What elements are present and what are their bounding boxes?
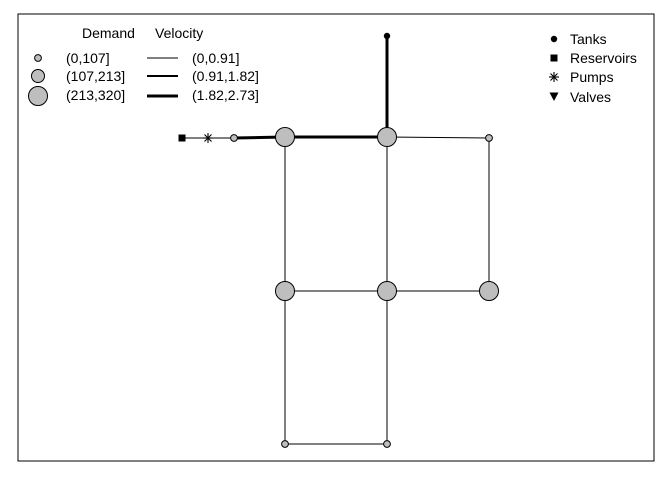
legend-valves-triangle-icon [549,92,559,101]
legend-velocity-class-3: (1.82,2.73] [192,87,259,103]
junction-j31 [281,440,289,448]
pipes-layer [233,36,490,445]
legend-demand-circle-medium [31,69,45,83]
legend-pumps-label: Pumps [570,69,614,85]
legend-tanks-icon [550,35,558,43]
junction-j23 [479,281,499,301]
legend-velocity-class-2: (0.91,1.82] [192,68,259,84]
legend-demand-header: Demand [82,25,135,41]
legend-valves-label: Valves [570,89,611,105]
legend-demand-circle-small [34,54,42,62]
legend-reservoirs-label: Reservoirs [570,50,637,66]
legend-reservoirs-icon [550,54,558,62]
legend-demand-velocity: Demand Velocity (0,107] (107,213] (213,3… [28,25,259,106]
legend-demand-circle-large [28,86,48,106]
pump-asterisk-icon [203,133,213,143]
tank-icon [383,32,391,40]
legend-velocity-class-1: (0,0.91] [192,50,239,66]
plot-frame [17,13,655,462]
junction-j12 [377,127,397,147]
pipe-p12 [386,136,490,139]
legend-pumps-asterisk-icon [549,72,559,82]
legend-demand-class-1: (0,107] [66,50,110,66]
legend-demand-class-3: (213,320] [66,87,125,103]
legend-node-types: Tanks Reservoirs Pumps Valves [549,31,637,105]
junction-j22 [377,281,397,301]
junction-j21 [275,281,295,301]
legend-velocity-header: Velocity [155,25,203,41]
junctions-layer [230,127,499,448]
junction-j11 [275,127,295,147]
legend-tanks-label: Tanks [570,31,607,47]
junction-j32 [383,440,391,448]
legend-demand-class-2: (107,213] [66,68,125,84]
junction-j10 [230,134,238,142]
reservoir-icon [178,134,186,142]
junction-j13 [485,134,493,142]
